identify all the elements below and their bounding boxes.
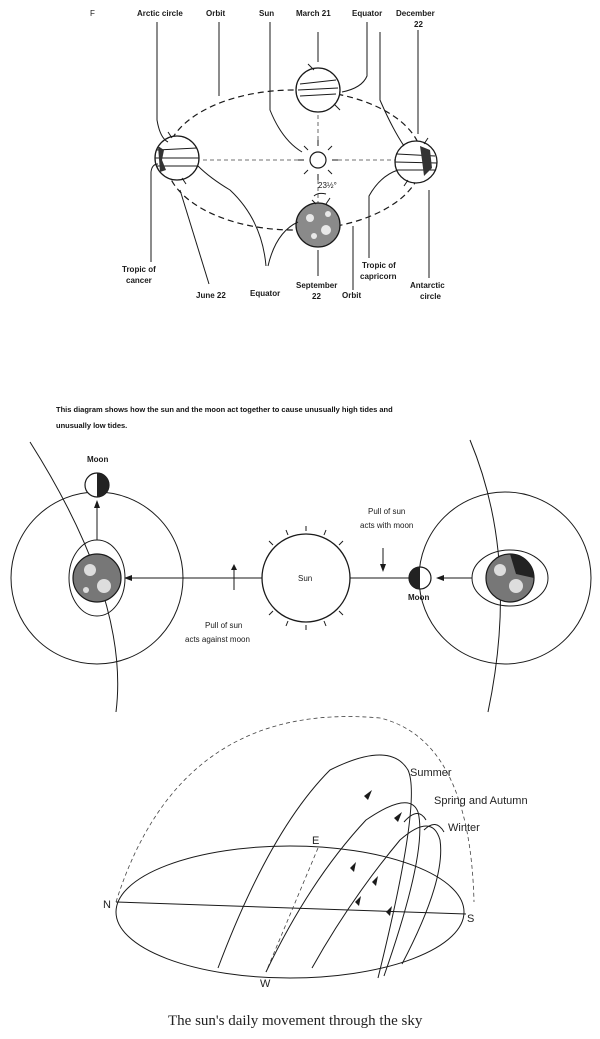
- moon-label-left: Moon: [87, 455, 108, 464]
- label-orbit-top: Orbit: [206, 9, 225, 18]
- tides-diagram: This diagram shows how the sun and the m…: [10, 405, 592, 713]
- globe-june-icon: [154, 131, 200, 185]
- sun-tides-icon: [254, 526, 358, 630]
- label-winter: Winter: [448, 822, 480, 834]
- label-december-day: 22: [414, 20, 423, 29]
- label-march: March 21: [296, 9, 331, 18]
- moon-label-right: Moon: [408, 593, 429, 602]
- label-spring-autumn: Spring and Autumn: [434, 795, 528, 807]
- label-summer: Summer: [410, 767, 452, 779]
- label-sun: Sun: [259, 9, 274, 18]
- label-orbit-bottom: Orbit: [342, 291, 361, 300]
- corner-mark: F: [90, 9, 95, 18]
- sky-dome: [115, 716, 475, 903]
- tides-description-line1: This diagram shows how the sun and the m…: [56, 405, 393, 414]
- pull-with-line1: Pull of sun: [368, 507, 405, 516]
- label-east: E: [312, 835, 319, 847]
- label-september: September: [296, 281, 337, 290]
- globe-december-icon: [394, 137, 438, 187]
- summer-path: [217, 754, 412, 979]
- label-tropic-cancer-2: cancer: [126, 276, 152, 285]
- pull-against-line2: acts against moon: [185, 635, 250, 644]
- sky-caption: The sun's daily movement through the sky: [168, 1013, 423, 1029]
- earth-right-icon: [485, 553, 535, 603]
- label-september-day: 22: [312, 292, 321, 301]
- moon-left-icon: [84, 472, 110, 498]
- label-june: June 22: [196, 291, 226, 300]
- sky-diagram: Summer Spring and Autumn Winter E N S W …: [103, 716, 528, 1029]
- label-west: W: [260, 978, 271, 990]
- label-december: December: [396, 9, 435, 18]
- label-arctic-circle: Arctic circle: [137, 9, 183, 18]
- horizon-plane: [115, 845, 465, 979]
- sun-label: Sun: [298, 574, 312, 583]
- label-tropic-capricorn-1: Tropic of: [362, 261, 396, 270]
- globe-september-icon: [295, 197, 341, 248]
- winter-path: [311, 825, 442, 969]
- label-antarctic-2: circle: [420, 292, 441, 301]
- label-south: S: [467, 913, 474, 925]
- pull-against-line1: Pull of sun: [205, 621, 242, 630]
- seasons-diagram: F: [90, 9, 445, 301]
- tilt-label: 23½°: [318, 181, 337, 190]
- label-antarctic-1: Antarctic: [410, 281, 445, 290]
- label-equator-bottom: Equator: [250, 289, 280, 298]
- label-tropic-cancer-1: Tropic of: [122, 265, 156, 274]
- tides-description-line2: unusually low tides.: [56, 421, 127, 430]
- east-west-line: [265, 847, 319, 973]
- moon-right-icon: [408, 566, 432, 590]
- earth-left-icon: [72, 553, 122, 603]
- sun-icon: [298, 140, 338, 180]
- globe-march-icon: [295, 63, 341, 113]
- label-tropic-capricorn-2: capricorn: [360, 272, 397, 281]
- north-south-line: [115, 901, 467, 915]
- spring-autumn-path: [265, 802, 421, 977]
- label-equator-top: Equator: [352, 9, 382, 18]
- pull-with-line2: acts with moon: [360, 521, 413, 530]
- label-north: N: [103, 899, 111, 911]
